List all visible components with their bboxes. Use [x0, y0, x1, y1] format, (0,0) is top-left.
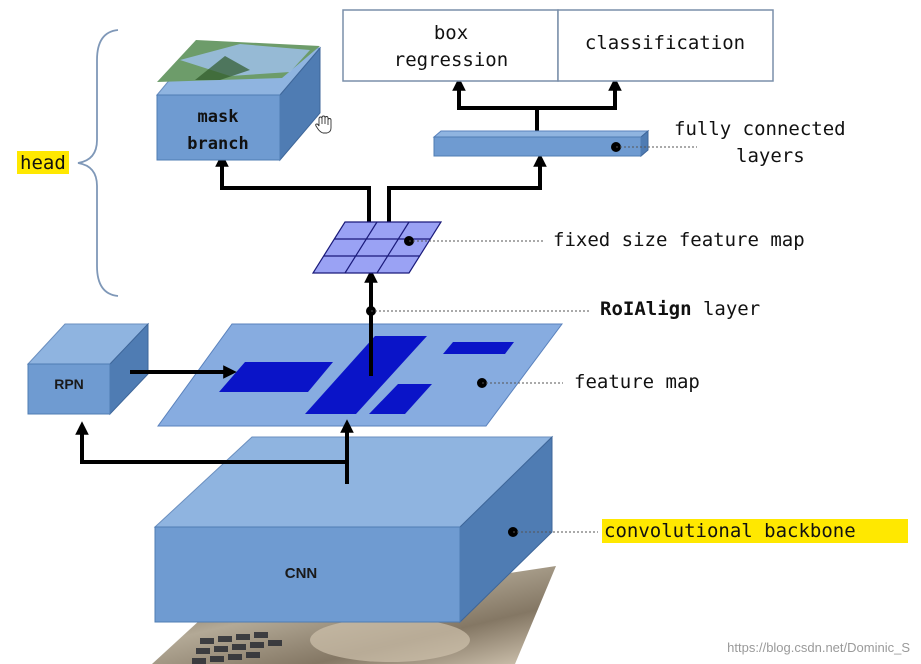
callout-backbone: convolutional backbone: [508, 519, 908, 543]
box-regression-box: box regression: [342, 9, 559, 82]
cnn-label: CNN: [285, 565, 318, 582]
hand-cursor-icon: [315, 115, 332, 134]
region-box: [443, 342, 514, 354]
backbone-highlight: [602, 519, 908, 543]
head-label: head: [20, 152, 66, 174]
mask-branch-label-1: mask: [198, 107, 239, 127]
feature-map-label: feature map: [574, 371, 700, 393]
head-brace: head: [17, 29, 119, 297]
fixed-size-label: fixed size feature map: [553, 229, 805, 251]
region-box: [219, 362, 333, 392]
box-regression-label-1: box: [434, 22, 468, 44]
fixed-to-fc-arrow: [387, 153, 547, 222]
fully-connected-label-1: fully connected: [674, 118, 846, 140]
feature-map-plane: [157, 323, 563, 427]
box-regression-label-2: regression: [394, 49, 508, 71]
mask-branch-label-2: branch: [187, 134, 248, 154]
keyboard-icon: [192, 632, 282, 664]
cnn-block: CNN: [153, 435, 554, 624]
watermark: https://blog.csdn.net/Dominic_S: [727, 640, 910, 655]
fixed-size-feature-map: [311, 221, 443, 274]
fully-connected-label-2: layers: [736, 145, 805, 167]
backbone-label: convolutional backbone: [604, 520, 856, 542]
rpn-block: RPN: [26, 322, 150, 416]
callout-fully-connected: fully connected layers: [611, 118, 846, 167]
region-box: [369, 384, 432, 414]
rpn-label: RPN: [54, 376, 84, 392]
mask-branch-block: mask branch: [155, 40, 322, 162]
fc-to-box-arrow: [452, 77, 537, 110]
arrows: [75, 77, 622, 484]
callout-fixed-size: fixed size feature map: [404, 229, 805, 251]
fixed-to-mask-arrow: [215, 153, 371, 222]
callout-feature-map: feature map: [477, 371, 700, 393]
callout-roialign: RoIAlign layer: [366, 298, 760, 320]
fully-connected-bar: [432, 129, 650, 158]
roialign-label-bold: RoIAlign: [600, 298, 692, 320]
classification-box: classification: [557, 9, 774, 82]
cnn-to-rpn-arrow: [75, 421, 349, 484]
region-box: [305, 336, 427, 414]
head-highlight: [17, 151, 69, 174]
svg-text:RoIAlign layer: RoIAlign layer: [600, 298, 760, 320]
fc-to-class-arrow: [537, 77, 622, 110]
classification-label: classification: [585, 32, 745, 54]
roialign-label-rest: layer: [692, 298, 761, 320]
